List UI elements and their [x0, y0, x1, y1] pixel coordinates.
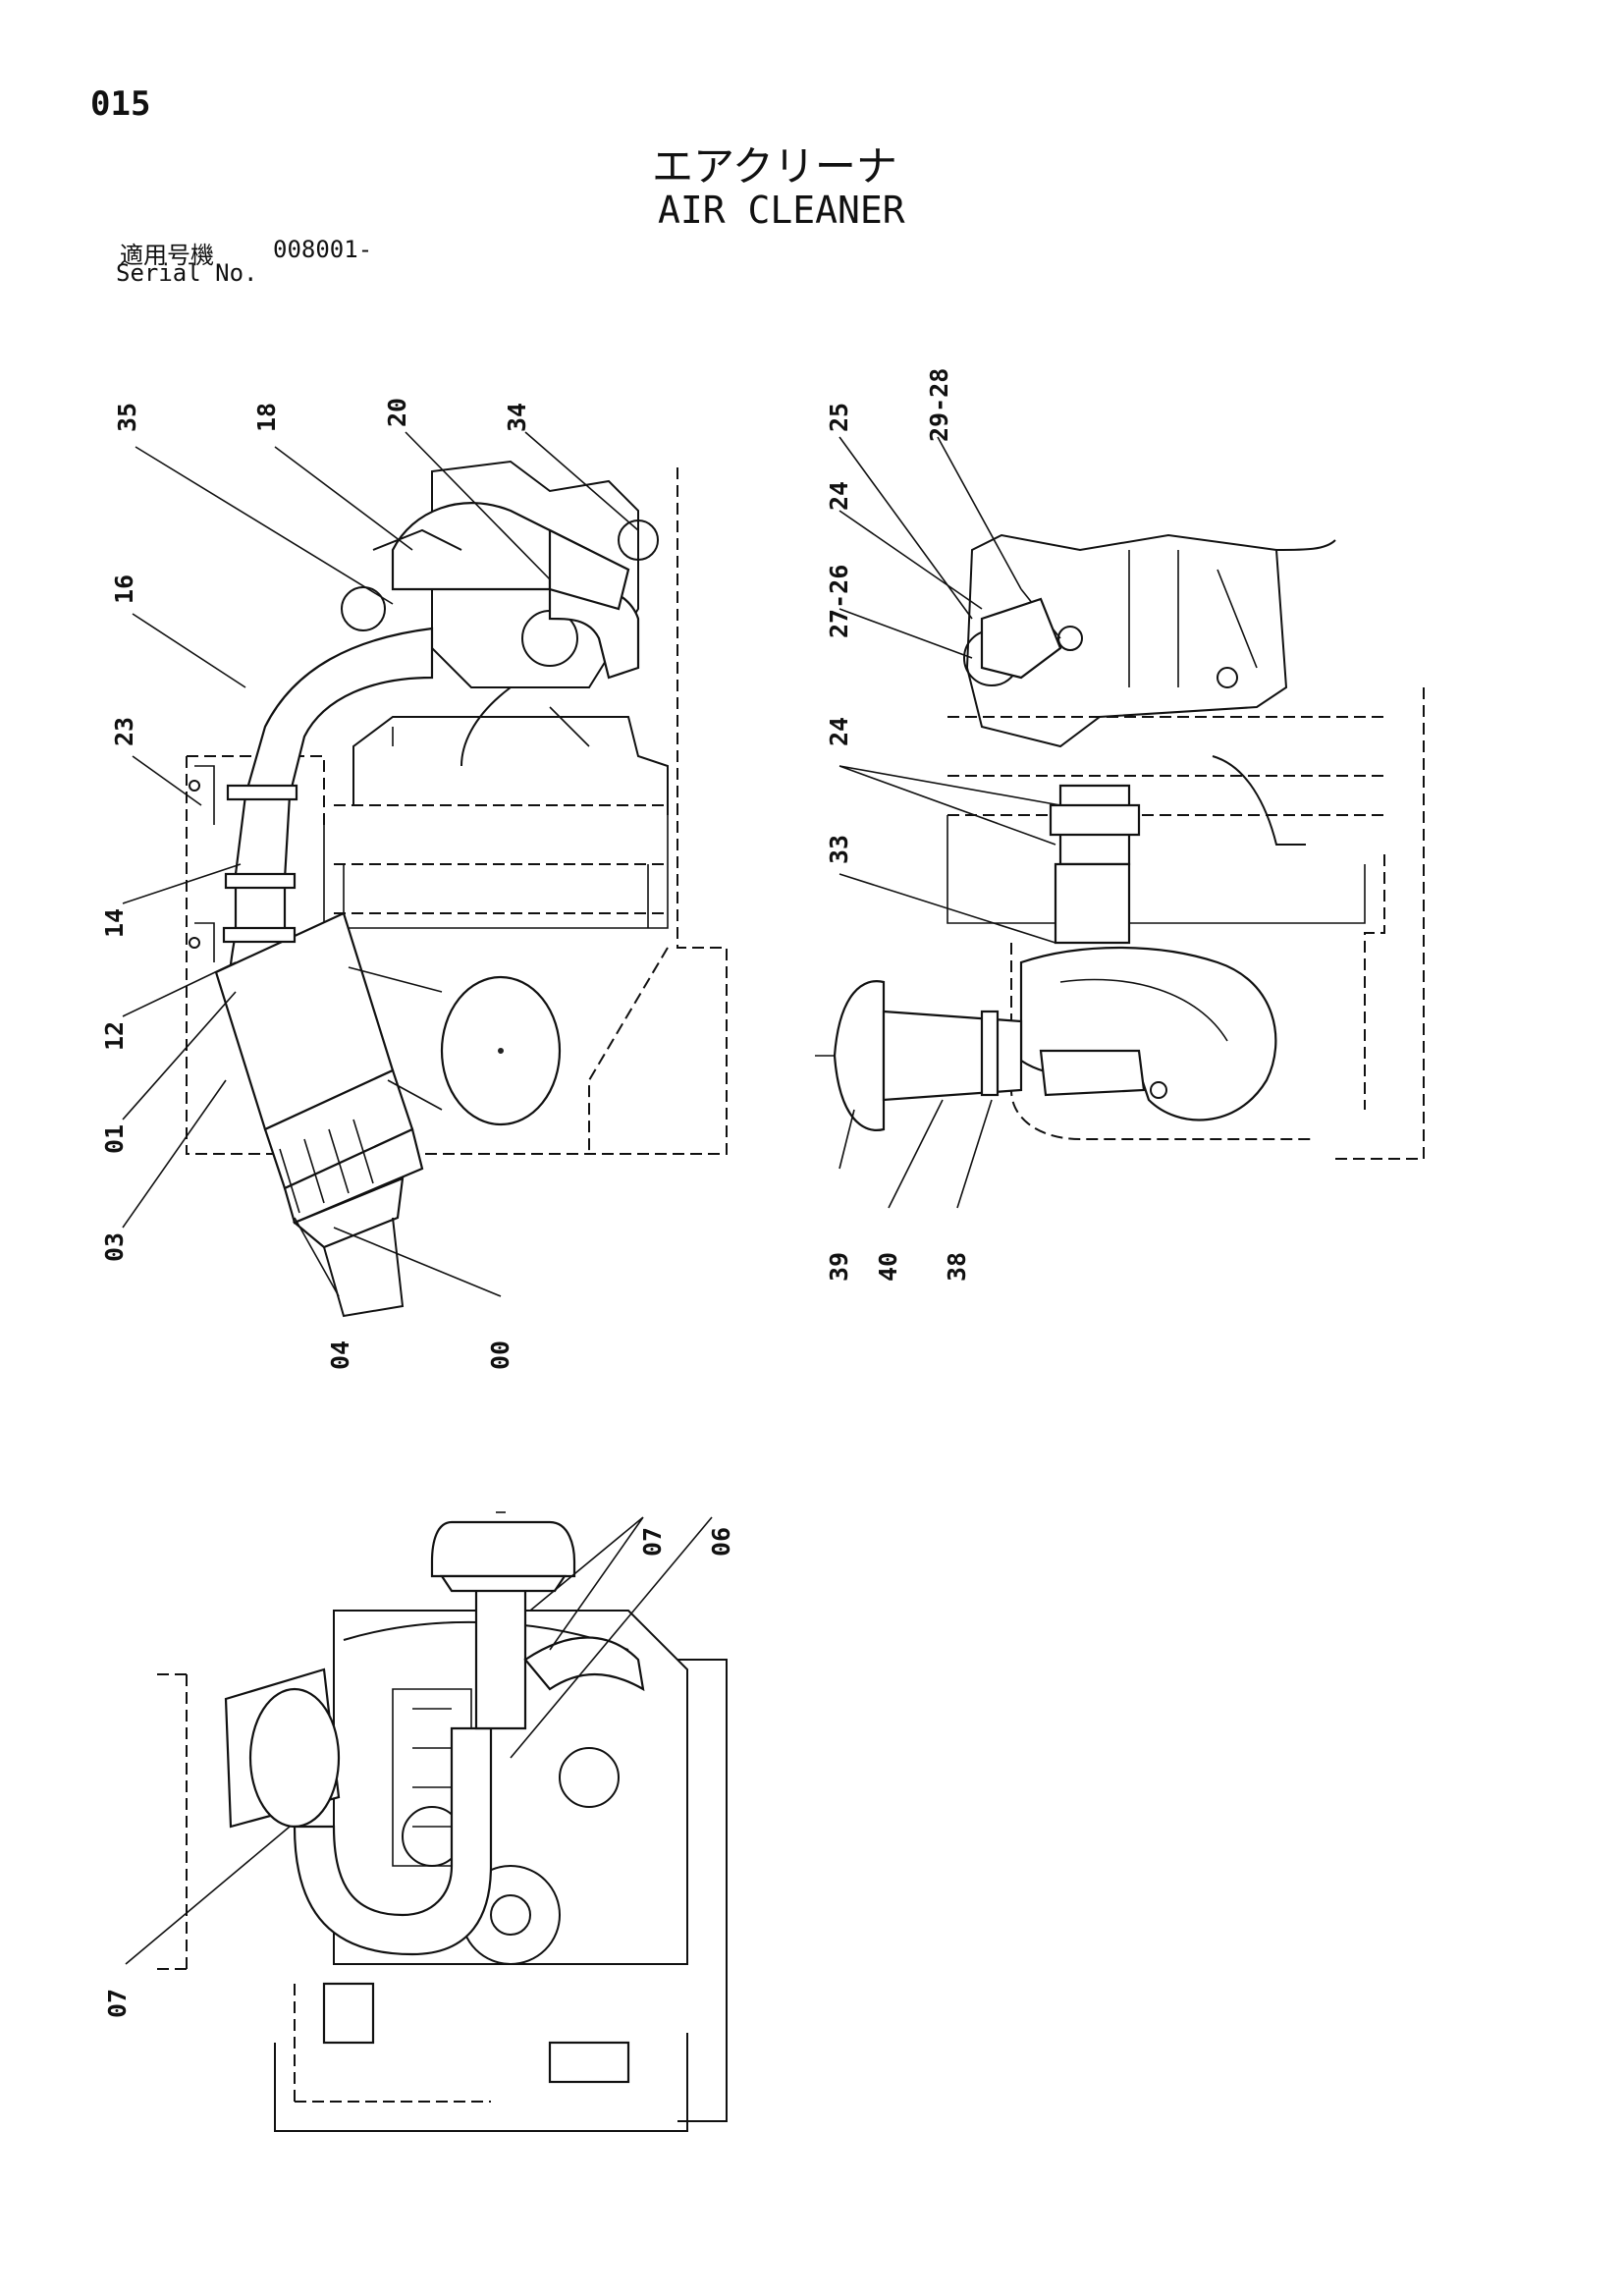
title-english: AIR CLEANER [658, 189, 905, 232]
callout-20: 20 [383, 398, 411, 427]
serial-label-english: Serial No. [116, 259, 258, 287]
callout-04: 04 [326, 1340, 354, 1370]
page-number: 015 [90, 84, 151, 124]
callout-38: 38 [943, 1252, 971, 1282]
callout-07-top: 07 [638, 1527, 667, 1557]
callout-00: 00 [486, 1340, 514, 1370]
callout-24-mid: 24 [825, 717, 853, 746]
callout-23: 23 [110, 717, 138, 746]
callout-24-top: 24 [825, 481, 853, 511]
callout-29-28: 29-28 [925, 368, 953, 442]
callout-25: 25 [825, 403, 853, 432]
left-view: 35 18 20 34 16 23 14 12 01 03 04 00 [100, 398, 728, 1370]
callout-18: 18 [252, 403, 281, 432]
callout-07-left: 07 [103, 1989, 132, 2018]
callout-34: 34 [503, 403, 531, 432]
callout-40: 40 [874, 1252, 902, 1282]
callout-16: 16 [110, 574, 138, 604]
callout-39: 39 [825, 1252, 853, 1282]
callout-06: 06 [707, 1527, 735, 1557]
bottom-view: 07 06 07 [103, 1511, 735, 2132]
callout-35: 35 [113, 403, 141, 432]
callout-01: 01 [100, 1124, 129, 1154]
serial-label-japanese: 適用号機 [120, 242, 214, 269]
callout-14: 14 [100, 908, 129, 938]
callout-03: 03 [100, 1232, 129, 1262]
title-japanese: エアクリーナ [652, 142, 897, 191]
callout-33: 33 [825, 835, 853, 864]
callout-27-26: 27-26 [825, 565, 853, 638]
right-view: 25 29-28 24 27-26 24 33 39 40 38 [815, 368, 1425, 1282]
serial-value: 008001- [273, 236, 373, 263]
callout-12: 12 [100, 1021, 129, 1051]
